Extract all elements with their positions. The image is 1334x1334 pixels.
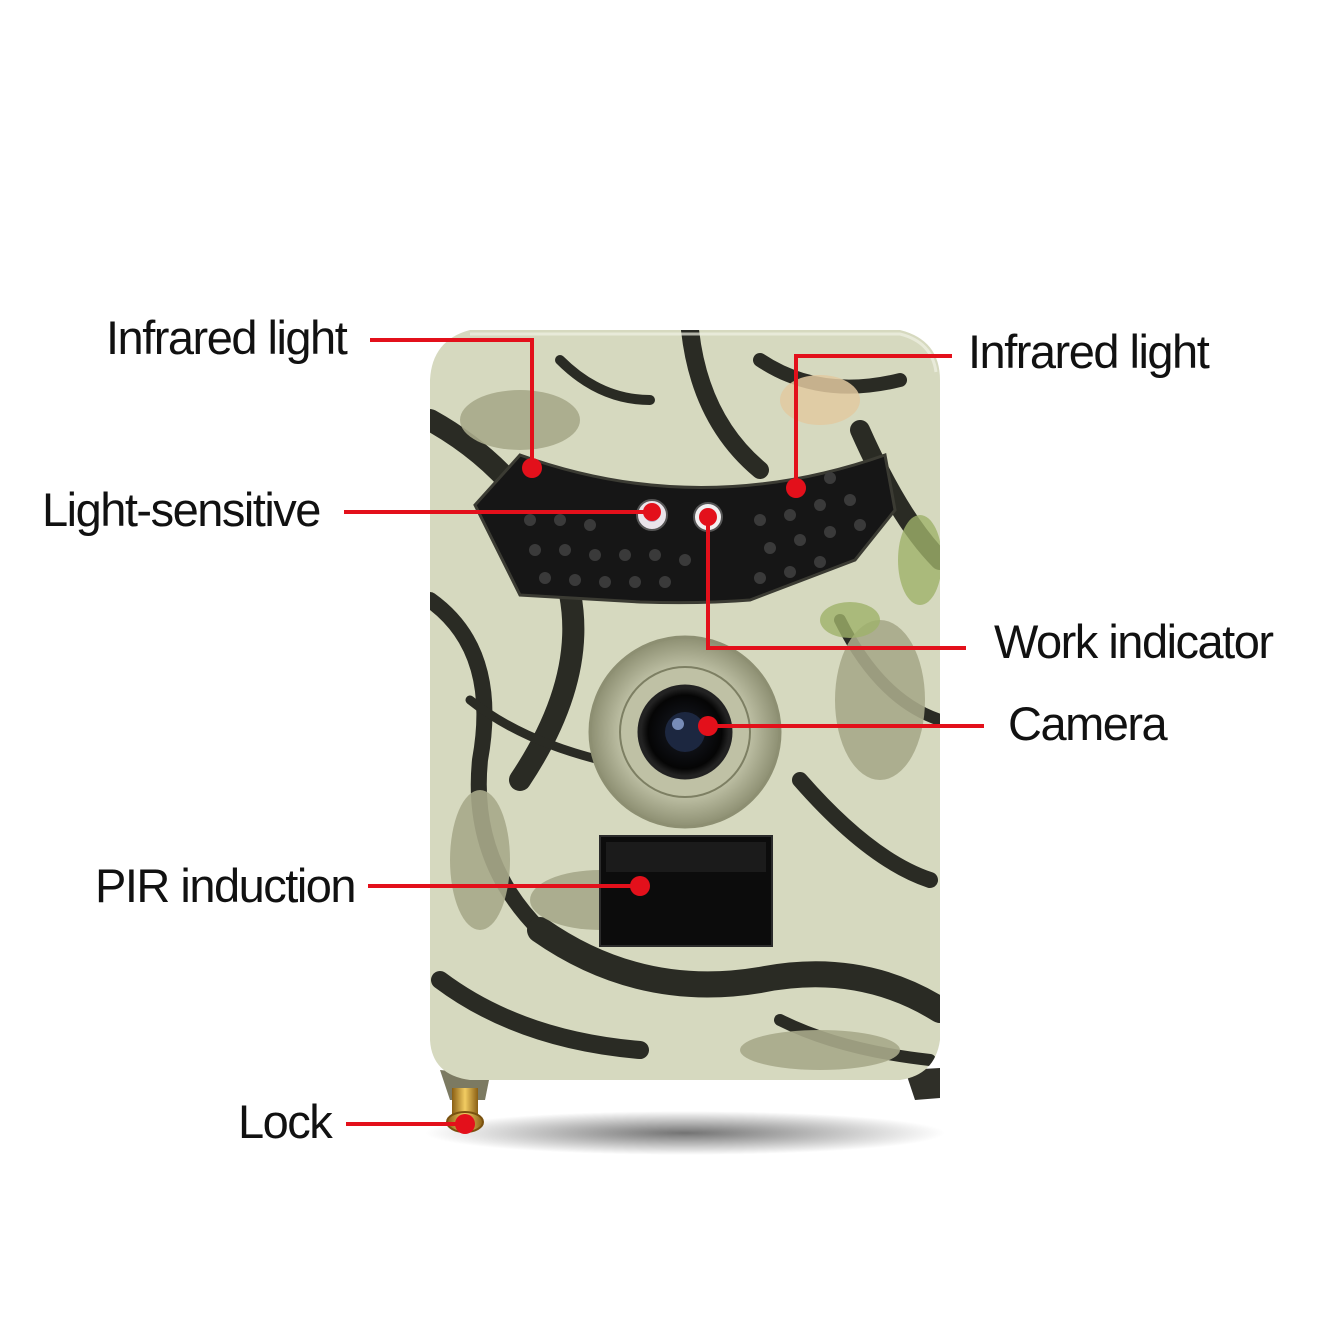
dot-camera <box>698 716 718 736</box>
dot-light-sensitive <box>643 503 661 521</box>
camera-lens-icon <box>639 686 731 778</box>
dot-infrared-left <box>522 458 542 478</box>
dot-lock <box>455 1114 475 1134</box>
label-camera: Camera <box>1008 700 1166 747</box>
label-light-sensitive: Light-sensitive <box>42 486 320 533</box>
label-work-indicator: Work indicator <box>994 618 1273 665</box>
dot-pir <box>630 876 650 896</box>
label-infrared-light-left: Infrared light <box>106 314 346 361</box>
label-pir-induction: PIR induction <box>95 862 355 909</box>
floor-shadow <box>425 1111 945 1155</box>
dot-infrared-right <box>786 478 806 498</box>
label-lock: Lock <box>238 1098 331 1145</box>
dot-work-indicator <box>699 508 717 526</box>
label-infrared-light-right: Infrared light <box>968 328 1208 375</box>
